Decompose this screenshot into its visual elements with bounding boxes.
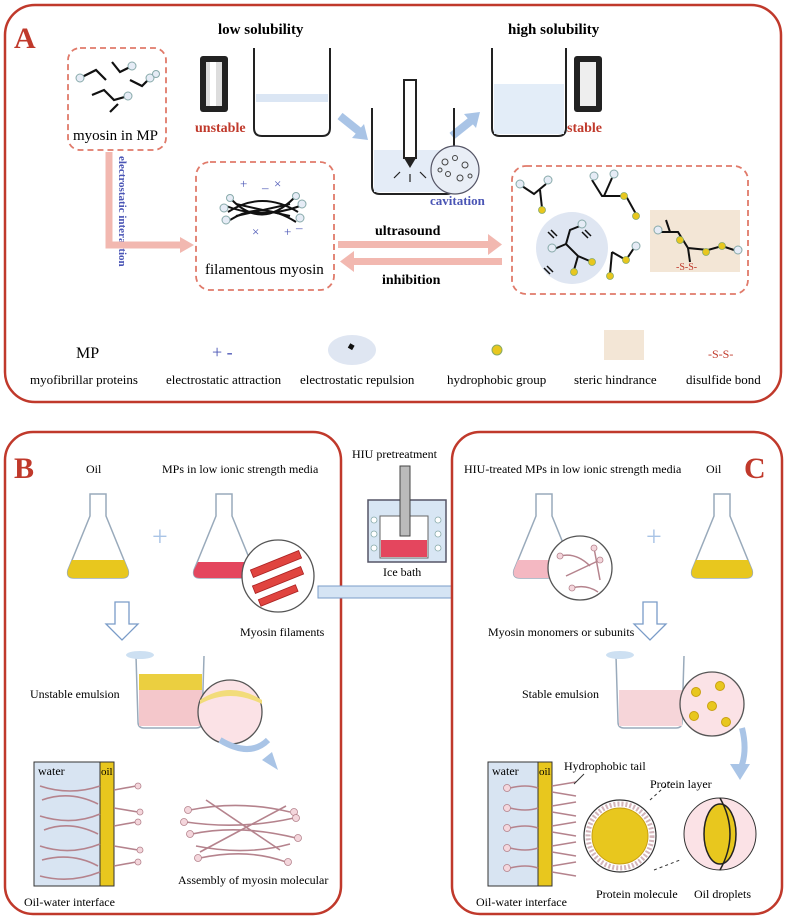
legend-hydrophobic-icon — [491, 344, 503, 356]
water-region-c — [487, 761, 539, 887]
legend-steric-hindrance: steric hindrance — [574, 372, 657, 387]
myosin-monomers-label: Myosin monomers or subunits — [488, 625, 635, 639]
oil-region-c — [537, 761, 553, 887]
unstable-label: unstable — [195, 121, 246, 136]
water-region-b — [33, 761, 101, 887]
oil-label-b: oil — [101, 766, 113, 778]
ultrasonic-probe-icon — [403, 79, 417, 159]
myosin-in-mp-box — [67, 47, 167, 151]
ultrasound-arrow — [338, 241, 490, 248]
myosin-assembly-icon — [185, 799, 297, 863]
beaker-low-icon — [253, 48, 331, 137]
curved-arrow-b — [218, 737, 271, 752]
hiu-treated-label: HIU-treated MPs in low ionic strength me… — [464, 462, 682, 476]
panel-b-letter: B — [14, 452, 34, 485]
ice-bath-label: Ice bath — [383, 565, 421, 579]
oil-water-interface-label-b: Oil-water interface — [24, 895, 115, 909]
legend-electrostatic-repulsion: electrostatic repulsion — [300, 372, 415, 387]
arrow-to-filamentous — [105, 152, 182, 249]
unstable-emulsion-label: Unstable emulsion — [30, 687, 120, 701]
down-arrow-c — [632, 601, 668, 641]
hiu-pretreatment-label: HIU pretreatment — [352, 447, 438, 461]
legend-electrostatic-attraction: electrostatic attraction — [166, 372, 282, 387]
protein-layer-label: Protein layer — [650, 777, 712, 791]
down-arrow-b — [104, 601, 140, 641]
legend-mp-desc: myofibrillar proteins — [30, 372, 138, 387]
inhibition-label: inhibition — [382, 273, 441, 288]
steric-region-icon — [650, 210, 740, 272]
legend-hydrophobic-group: hydrophobic group — [447, 372, 546, 387]
assembly-label: Assembly of myosin molecular — [178, 873, 328, 887]
cavitation-bubbles-icon — [430, 145, 480, 195]
hydrophobic-tail-label: Hydrophobic tail — [564, 759, 646, 773]
low-solubility-label: low solubility — [218, 22, 304, 38]
electrostatic-interaction-label: electrostatic interaction — [116, 156, 128, 267]
panel-b-mps-label: MPs in low ionic strength media — [162, 462, 319, 476]
disulfide-inline-label: -S-S- — [676, 262, 697, 273]
myosin-filaments-label: Myosin filaments — [240, 625, 325, 639]
plus-icon-c: + — [646, 522, 662, 553]
stable-emulsion-label: Stable emulsion — [522, 687, 599, 701]
panel-c-letter: C — [744, 452, 766, 485]
legend-mp: MP — [76, 345, 99, 362]
unstable-emulsion-zoom — [197, 679, 263, 745]
water-label-c: water — [492, 764, 519, 778]
arrow-to-ultrasound — [337, 112, 363, 136]
water-label-b: water — [38, 764, 65, 778]
svg-text:×: × — [252, 224, 259, 239]
repulsion-region-icon — [536, 212, 608, 284]
inhibition-arrow — [352, 258, 502, 265]
svg-text:×: × — [274, 176, 281, 191]
legend-disulfide-bond: disulfide bond — [686, 372, 761, 387]
cavitation-label: cavitation — [430, 193, 486, 208]
legend-steric-icon — [604, 330, 644, 360]
svg-text:+: + — [240, 176, 247, 191]
ultrasound-label: ultrasound — [375, 224, 441, 239]
probe-icon-middle — [399, 465, 411, 537]
panel-a-letter: A — [14, 22, 36, 55]
svg-text:+: + — [284, 224, 291, 239]
protein-molecule-label: Protein molecule — [596, 887, 678, 901]
high-solubility-label: high solubility — [508, 22, 600, 38]
dispersed-myosin-box — [511, 165, 749, 295]
oil-droplets-label: Oil droplets — [694, 887, 751, 901]
svg-text:–: – — [261, 180, 269, 195]
oil-water-interface-label-c: Oil-water interface — [476, 895, 567, 909]
beaker-high-icon — [491, 48, 567, 137]
myosin-in-mp-label: myosin in MP — [73, 128, 158, 144]
svg-text:–: – — [295, 220, 303, 235]
legend-ss: -S-S- — [708, 347, 733, 361]
stable-label: stable — [567, 121, 602, 136]
filamentous-myosin-label: filamentous myosin — [205, 262, 324, 278]
oil-label-c: oil — [539, 766, 551, 778]
arrow-to-high — [449, 116, 475, 140]
myosin-monomers-zoom — [547, 535, 613, 601]
panel-c-oil-label: Oil — [706, 462, 722, 476]
panel-b-oil-label: Oil — [86, 462, 102, 476]
oil-region-b — [99, 761, 115, 887]
filamentous-myosin-icon — [225, 197, 301, 223]
filamentous-myosin-box — [195, 161, 335, 291]
legend-plus-minus: + - — [212, 342, 233, 362]
plus-icon-b: + — [152, 522, 168, 553]
